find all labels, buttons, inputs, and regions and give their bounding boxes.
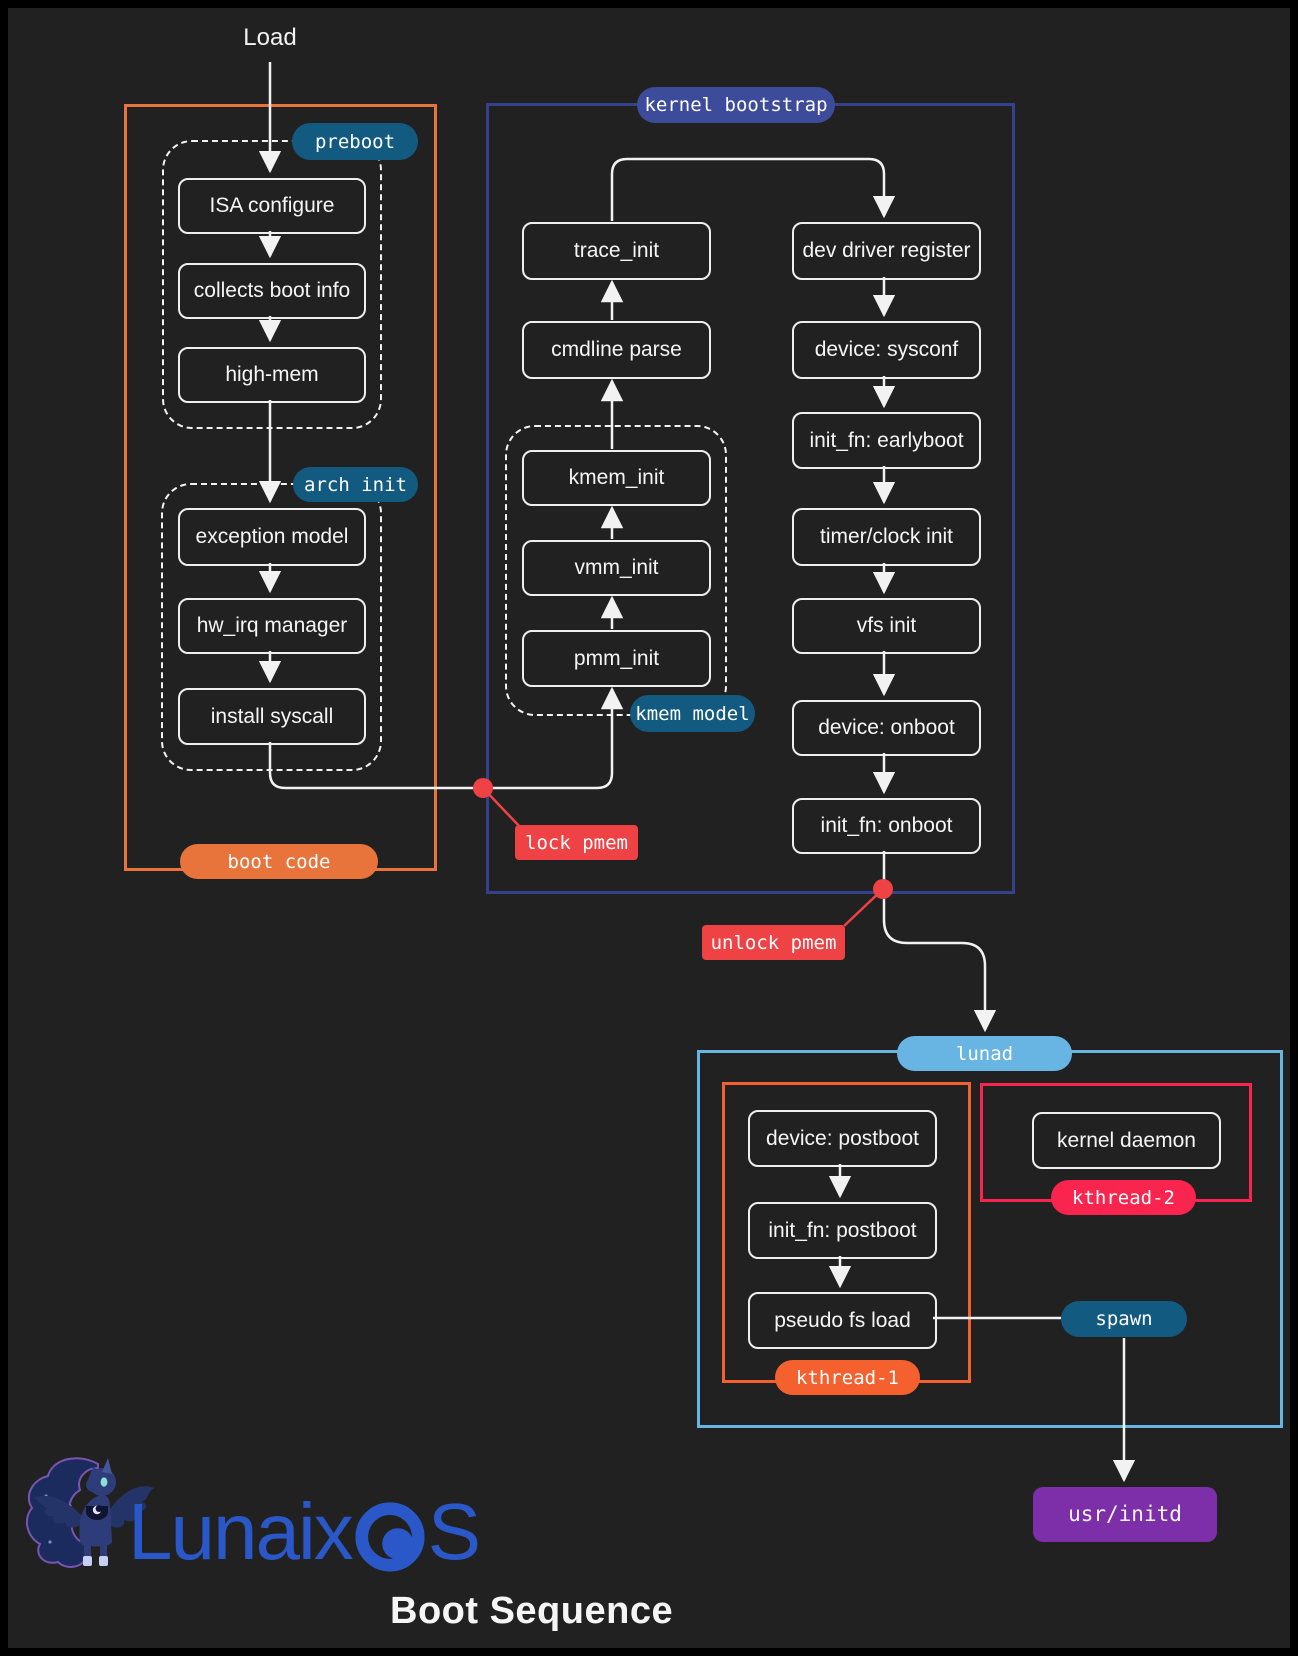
node-initfn-onboot: init_fn: onboot — [792, 798, 981, 854]
kthread-2-badge: kthread-2 — [1051, 1180, 1196, 1215]
luna-pony-icon — [25, 1457, 154, 1568]
brand-text-suffix: S — [427, 1487, 481, 1576]
lunad-badge: lunad — [897, 1036, 1072, 1071]
node-device-onboot: device: onboot — [792, 700, 981, 756]
preboot-badge: preboot — [292, 123, 418, 160]
kmem-model-phase-box — [505, 425, 727, 716]
node-cmdline-parse: cmdline parse — [522, 321, 711, 379]
edge-syscall-pmm — [268, 686, 624, 790]
brand-o-moon-icon — [355, 1502, 425, 1572]
brand-wordmark: Lunaix S — [128, 1486, 481, 1578]
node-initfn-earlyboot: init_fn: earlyboot — [792, 412, 981, 469]
node-isa-configure: ISA configure — [178, 178, 366, 234]
usr-initd-node: usr/initd — [1033, 1487, 1217, 1542]
lock-pmem-label: lock pmem — [515, 825, 638, 860]
node-kernel-daemon: kernel daemon — [1032, 1112, 1221, 1169]
edge-trace-devdriver — [610, 157, 896, 221]
boot-code-badge: boot code — [180, 844, 378, 879]
load-label: Load — [243, 24, 297, 51]
node-initfn-postboot: init_fn: postboot — [748, 1202, 937, 1259]
node-trace-init: trace_init — [522, 222, 711, 280]
node-collects-boot-info: collects boot info — [178, 263, 366, 319]
node-timer-clock-init: timer/clock init — [792, 508, 981, 566]
kmem-model-badge: kmem model — [630, 695, 755, 732]
unlock-pmem-dot — [873, 879, 893, 899]
node-vmm-init: vmm_init — [522, 540, 711, 596]
node-kmem-init: kmem_init — [522, 450, 711, 506]
node-pseudo-fs-load: pseudo fs load — [748, 1292, 937, 1349]
unlock-pmem-label: unlock pmem — [702, 925, 845, 960]
node-install-syscall: install syscall — [178, 688, 366, 745]
kthread-1-badge: kthread-1 — [775, 1360, 920, 1395]
page-title: Boot Sequence — [390, 1590, 674, 1632]
node-device-postboot: device: postboot — [748, 1110, 937, 1167]
node-vfs-init: vfs init — [792, 598, 981, 654]
node-pmm-init: pmm_init — [522, 630, 711, 687]
brand-text-prefix: Lunaix — [128, 1487, 354, 1576]
node-device-sysconf: device: sysconf — [792, 321, 981, 379]
kernel-bootstrap-badge: kernel bootstrap — [637, 87, 835, 123]
spawn-badge: spawn — [1061, 1301, 1187, 1337]
arch-init-badge: arch init — [293, 467, 418, 502]
node-dev-driver-register: dev driver register — [792, 222, 981, 280]
node-high-mem: high-mem — [178, 347, 366, 403]
preboot-phase-box — [162, 140, 382, 429]
edge-initfn-lunad — [882, 851, 997, 1033]
node-exception-model: exception model — [178, 508, 366, 566]
lock-pmem-dot — [473, 778, 493, 798]
node-hw-irq-manager: hw_irq manager — [178, 598, 366, 654]
